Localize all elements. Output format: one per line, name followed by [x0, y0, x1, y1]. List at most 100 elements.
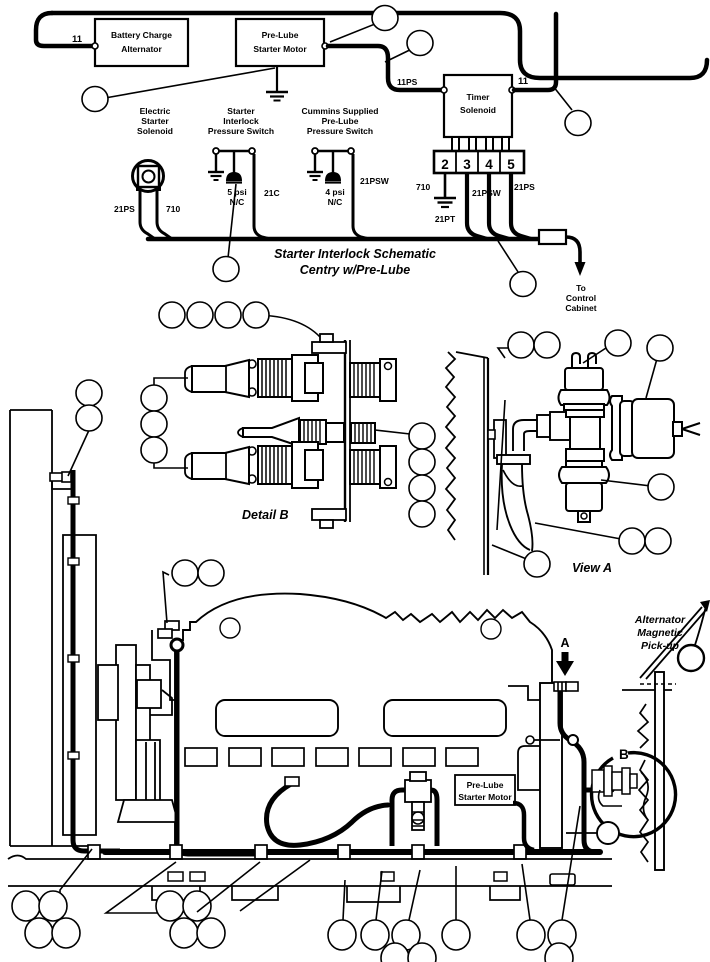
callout-balloon[interactable] [441, 919, 471, 951]
callout-balloon[interactable] [644, 527, 672, 555]
wire-label-710-terminal: 710 [416, 182, 430, 192]
callout-balloon[interactable] [38, 890, 68, 922]
callout-leader-bus [497, 240, 521, 276]
engine-pre-lube-label-box [454, 774, 516, 806]
callout-balloon[interactable] [516, 919, 546, 951]
callout-balloon[interactable] [214, 301, 242, 329]
callout-balloon[interactable] [360, 919, 390, 951]
view-a-panel-top [455, 351, 489, 359]
engine-block-outline [174, 592, 553, 846]
detail-b-left-callouts [140, 377, 188, 469]
callout-balloon[interactable] [169, 917, 199, 949]
callout-balloon[interactable] [212, 255, 240, 283]
callout-balloon[interactable] [140, 384, 168, 412]
sips-line3: Pressure Switch [208, 126, 274, 136]
callout-leader [408, 869, 421, 921]
cpps-line2: Pre-Lube [322, 116, 359, 126]
callout-balloon[interactable] [406, 29, 434, 57]
callout-balloon[interactable] [75, 404, 103, 432]
callout-balloon[interactable] [197, 559, 225, 587]
left-harness-connector [49, 471, 73, 490]
callout-balloon[interactable] [618, 527, 646, 555]
callout-leader [561, 805, 581, 921]
callout-balloon[interactable] [140, 410, 168, 438]
callout-balloon[interactable] [140, 436, 168, 464]
callout-balloon[interactable] [24, 917, 54, 949]
schematic-title-line1: Starter Interlock Schematic [274, 247, 436, 261]
view-a-hose-outer [500, 463, 531, 551]
callout-leader [342, 879, 346, 921]
view-a-tee-body [569, 414, 601, 452]
callout-balloon[interactable] [544, 942, 574, 962]
timer-left-node [440, 86, 448, 94]
callout-balloon[interactable] [507, 331, 535, 359]
pre-lube-starter-motor-line1: Pre-Lube [262, 30, 299, 40]
section-marker-a-label: A [560, 636, 569, 650]
callout-balloon[interactable] [647, 473, 675, 501]
callout-balloon[interactable] [371, 4, 399, 32]
control-cabinet-connector [537, 228, 568, 246]
detail-b-right-callouts [374, 422, 436, 528]
view-a-pipe-nut [536, 414, 551, 438]
view-a-tee-bottom-flange [565, 448, 605, 462]
terminal-5-wire [508, 173, 532, 242]
schematic-callouts [81, 4, 592, 298]
callout-balloon[interactable] [242, 301, 270, 329]
view-a-actuator [609, 395, 701, 461]
callout-balloon[interactable] [408, 500, 436, 528]
callout-balloon[interactable] [158, 301, 186, 329]
view-a-hose-detail [502, 469, 523, 488]
left-enclosure-panel2 [62, 534, 97, 836]
detail-b-top-bolt [319, 333, 334, 343]
esl-line3: Solenoid [137, 126, 173, 136]
engine-pre-lube-line2: Starter Motor [458, 792, 512, 802]
callout-leader [239, 859, 311, 912]
callout-balloon[interactable] [81, 85, 109, 113]
timer-solenoid-line1: Timer [467, 92, 491, 102]
view-a-bracket-bolt [487, 429, 496, 440]
alternator-pickup-line1: Alternator [634, 614, 686, 626]
view-a-hose-inner [521, 463, 534, 552]
terminal-block-dividers [455, 151, 501, 173]
callout-balloon[interactable] [407, 942, 437, 962]
alternator-pickup-balloon[interactable] [676, 643, 706, 673]
callout-balloon[interactable] [171, 559, 199, 587]
cpps-line1: Cummins Supplied [302, 106, 379, 116]
engine-boss-hole-right [480, 618, 502, 640]
callout-balloon[interactable] [182, 890, 212, 922]
callout-balloon[interactable] [327, 919, 357, 951]
callout-leader [375, 870, 383, 921]
callout-balloon[interactable] [564, 109, 592, 137]
callout-balloon[interactable] [604, 329, 632, 357]
starter-interlock-pressure-switch-label: Starter Interlock Pressure Switch [208, 106, 274, 136]
terminal-4-label: 4 [485, 157, 493, 172]
callout-balloon[interactable] [408, 474, 436, 502]
cummins-pre-lube-pressure-switch-label: Cummins Supplied Pre-Lube Pressure Switc… [302, 106, 379, 136]
right-support-mid-tab [517, 745, 540, 791]
callout-balloon[interactable] [186, 301, 214, 329]
callout-balloon[interactable] [523, 550, 551, 578]
view-a-caption: View A [572, 561, 612, 575]
wire-label-21pt: 21PT [435, 214, 456, 224]
callout-balloon[interactable] [155, 890, 185, 922]
right-support-node [525, 735, 535, 745]
pre-lube-rating-line2: N/C [328, 197, 343, 207]
callout-balloon[interactable] [408, 422, 436, 450]
callout-balloon[interactable] [11, 890, 41, 922]
engine-cover-right [383, 699, 507, 737]
terminal-4-wire [486, 173, 510, 242]
callout-balloon[interactable] [51, 917, 81, 949]
terminal-2-label: 2 [441, 157, 449, 172]
callout-balloon[interactable] [196, 917, 226, 949]
wire-label-21ps-solenoid: 21PS [114, 204, 135, 214]
engine-pre-lube-starter-unit [389, 771, 440, 846]
callout-balloon[interactable] [75, 379, 103, 407]
callout-balloon[interactable] [408, 448, 436, 476]
detail-b-bottom-bracket [311, 508, 347, 521]
callout-balloon[interactable] [646, 334, 674, 362]
timer-solenoid-line2: Solenoid [460, 105, 496, 115]
callout-balloon[interactable] [509, 270, 537, 298]
callout-balloon[interactable] [533, 331, 561, 359]
pre-lube-rating-line1: 4 psi [325, 187, 344, 197]
